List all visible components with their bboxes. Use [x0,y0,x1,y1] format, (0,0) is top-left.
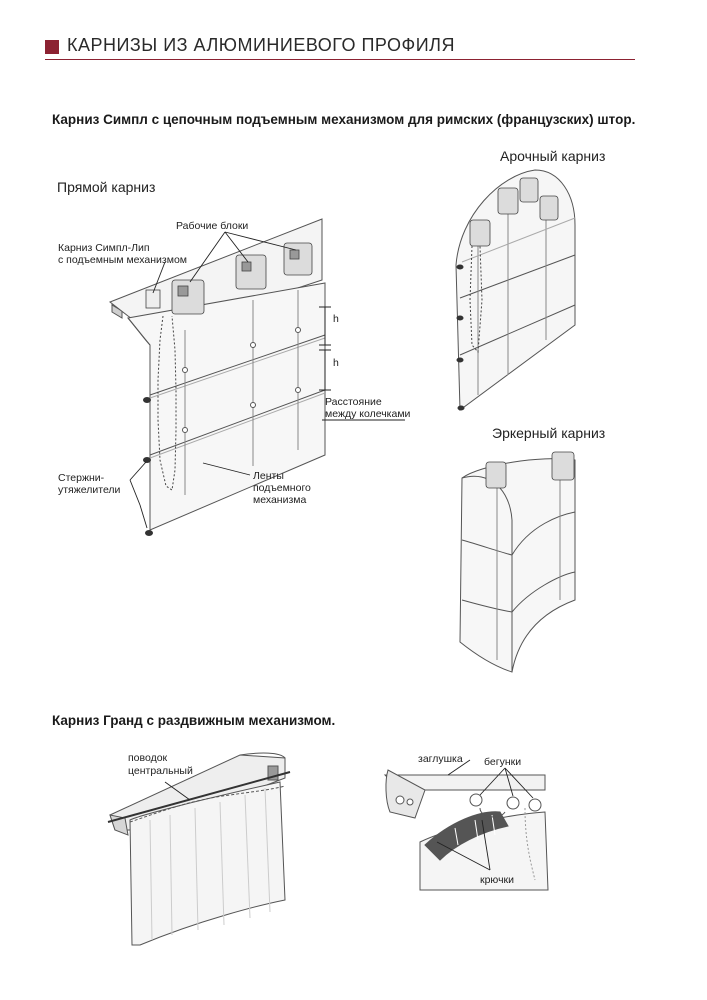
label-leash-line1: поводок [128,752,168,764]
arched-cornice-caption: Арочный карниз [500,148,606,164]
label-leash-line2: центральный [128,765,193,777]
grand-end-cap [267,765,279,781]
label-tapes-line2: подъемного [253,482,311,494]
header-accent-square [45,40,59,54]
runner [506,796,520,810]
page-header: КАРНИЗЫ ИЗ АЛЮМИНИЕВОГО ПРОФИЛЯ [45,35,635,60]
rod-end [143,457,151,463]
label-h-upper: h [333,313,339,325]
rod-end [143,397,151,403]
label-tapes-line1: Ленты [253,470,284,482]
bay-shade [459,458,576,673]
pull-chain [157,315,177,491]
label-plug: заглушка [418,753,463,765]
section-simple-title: Карниз Симпл с цепочным подъемным механи… [52,112,636,127]
bay-block [485,461,507,489]
arched-block [469,219,491,247]
label-working-blocks: Рабочие блоки [176,220,249,232]
arched-block [519,177,539,203]
page-title: КАРНИЗЫ ИЗ АЛЮМИНИЕВОГО ПРОФИЛЯ [67,35,455,55]
label-rods-line1: Стержни- [58,472,105,484]
label-rods-line2: утяжелители [58,484,121,496]
label-tapes-line3: механизма [253,494,307,506]
runner [528,798,542,812]
label-distance-line1: Расстояние [325,396,382,408]
arched-chain [469,245,483,354]
header-rule [45,59,635,60]
label-hooks: крючки [480,874,515,886]
label-cornice-line2: с подъемным механизмом [58,254,188,266]
bay-block [551,451,575,481]
rod-end [145,530,153,536]
label-runners: бегунки [484,756,522,768]
arched-block [539,195,559,221]
arched-block [497,187,519,215]
runner [469,793,483,807]
label-distance-line2: между колечками [325,408,411,420]
bay-cornice-caption: Эркерный карниз [492,425,606,441]
label-cornice-line1: Карниз Симпл-Лип [58,242,150,254]
section-grand-title: Карниз Гранд с раздвижным механизмом. [52,713,336,728]
straight-cornice-caption: Прямой карниз [57,179,156,195]
label-h-lower: h [333,357,339,369]
